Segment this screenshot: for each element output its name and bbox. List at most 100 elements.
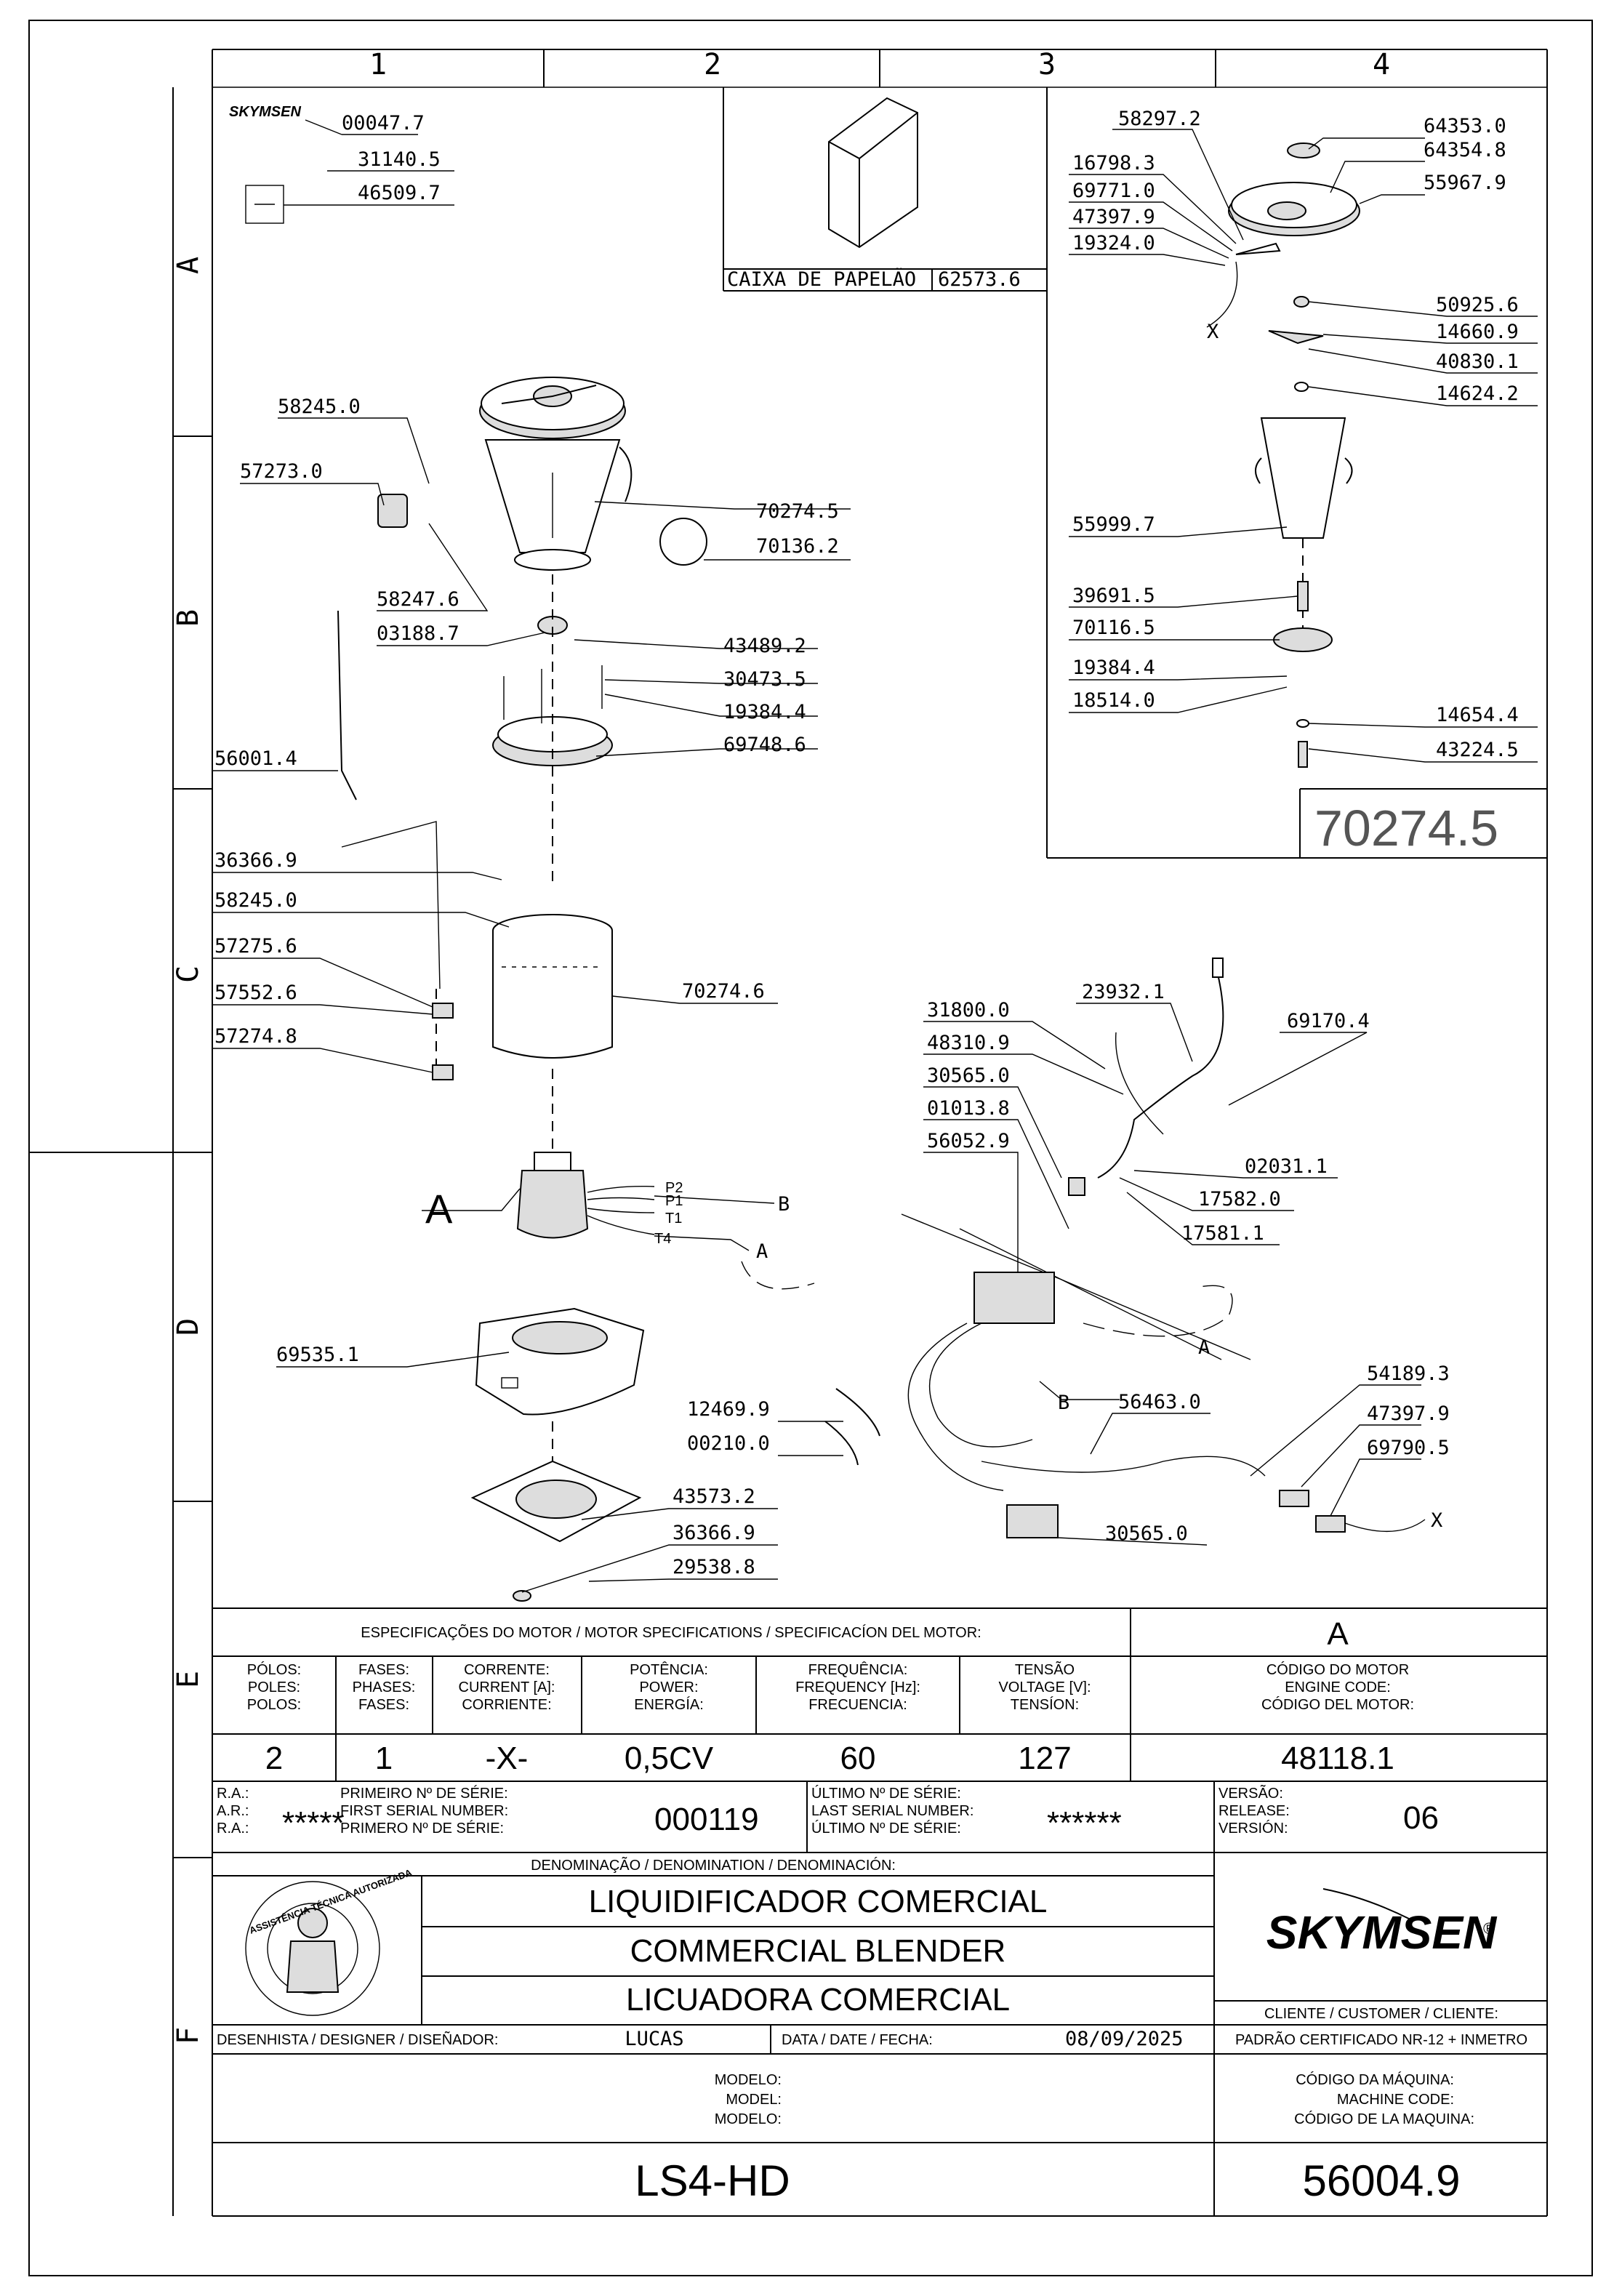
motor-icon (516, 1152, 655, 1239)
wire-t4: T4 (654, 1231, 671, 1247)
designer-label: DESENHISTA / DESIGNER / DISEÑADOR: (217, 2031, 498, 2048)
header-phases-pt: FASES: (358, 1662, 409, 1678)
jar-base-icon (492, 665, 613, 766)
model-label-en: MODEL: (726, 2092, 782, 2108)
callout-57275-6: 57275.6 (214, 935, 297, 958)
registered-mark: ® (1483, 1919, 1495, 1938)
value-phases: 1 (375, 1741, 393, 1776)
callout-54189-3: 54189.3 (1367, 1362, 1450, 1385)
ra-value: ***** (282, 1805, 345, 1841)
header-power-es: ENERGÍA: (634, 1696, 704, 1713)
row-label-d: D (172, 1318, 205, 1336)
callout-01013-8: 01013.8 (927, 1097, 1010, 1120)
cable-tie-icon (835, 1388, 880, 1437)
callout-69748-6: 69748.6 (723, 734, 806, 756)
callout-43573-2: 43573.2 (673, 1485, 755, 1508)
skymsen-logo-icon: SKYMSEN ® (1266, 1888, 1498, 1959)
plug-icon (1212, 958, 1224, 978)
machine-code-label-es: CÓDIGO DE LA MAQUINA: (1294, 2111, 1474, 2127)
base-housing-icon (475, 1307, 645, 1416)
header-power-pt: POTÊNCIA: (630, 1661, 708, 1678)
header-current-es: CORRIENTE: (462, 1697, 551, 1713)
row-label-a: A (172, 257, 205, 274)
callout-17581-1: 17581.1 (1181, 1222, 1264, 1245)
callout-57552-6: 57552.6 (214, 982, 297, 1004)
callout-50925-6: 50925.6 (1436, 294, 1519, 316)
callout-70116-5: 70116.5 (1072, 617, 1155, 639)
callout-47397-9-harness: 47397.9 (1367, 1402, 1450, 1425)
callout-58297-2: 58297.2 (1118, 108, 1201, 130)
callout-58247-6: 58247.6 (377, 588, 459, 611)
callout-56052-9: 56052.9 (927, 1130, 1010, 1152)
standard-label: PADRÃO CERTIFICADO NR-12 + INMETRO (1235, 2031, 1527, 2048)
header-voltage-pt: TENSÃO (1015, 1661, 1075, 1678)
callout-69771-0: 69771.0 (1072, 180, 1155, 202)
callout-64353-0: 64353.0 (1424, 115, 1506, 137)
callout-70274-5: 70274.5 (756, 500, 839, 523)
wire-p2: P2 (665, 1180, 683, 1196)
callout-69170-4: 69170.4 (1287, 1010, 1370, 1032)
callout-31140-5: 31140.5 (358, 148, 441, 171)
callout-17582-0: 17582.0 (1198, 1188, 1281, 1211)
harness-ref-a: A (1198, 1336, 1210, 1359)
callout-12469-9: 12469.9 (687, 1398, 770, 1421)
column-labels: 1 2 3 4 (369, 48, 1390, 81)
first-serial-label-pt: PRIMEIRO Nº DE SÉRIE: (340, 1785, 508, 1802)
version-label-en: RELEASE: (1218, 1803, 1290, 1819)
callout-69535-1: 69535.1 (276, 1344, 359, 1366)
badge-text: ASSISTÊNCIA TÉCNICA AUTORIZADA (248, 1867, 414, 1936)
first-serial-label-es: PRIMERO Nº DE SÉRIE: (340, 1820, 504, 1837)
wire-ref-a: A (756, 1240, 768, 1263)
model-label-es: MODELO: (715, 2111, 782, 2127)
callout-57274-8: 57274.8 (214, 1025, 297, 1048)
callout-69790-5: 69790.5 (1367, 1437, 1450, 1459)
callout-14624-2: 14624.2 (1436, 382, 1519, 405)
callout-14654-4: 14654.4 (1436, 704, 1519, 726)
exploded-view-main: 58245.0 57273.0 70274.5 70136.2 58247.6 … (212, 377, 880, 1602)
callout-30565-0-top: 30565.0 (927, 1064, 1010, 1087)
header-voltage-es: TENSÍON: (1011, 1696, 1079, 1713)
wire-ref-b: B (778, 1193, 790, 1216)
value-power: 0,5CV (625, 1741, 714, 1776)
brand-label-group: SKYMSEN 00047.7 31140.5 46509.7 (229, 104, 454, 224)
version-label-pt: VERSÃO: (1218, 1784, 1283, 1802)
cardboard-box-icon (828, 97, 918, 249)
skymsen-logo-text: SKYMSEN (1266, 1906, 1498, 1959)
box-code: 62573.6 (938, 268, 1021, 291)
last-serial-label-es: ÚLTIMO Nº DE SÉRIE: (811, 1820, 961, 1837)
wire-t1: T1 (665, 1211, 682, 1227)
callout-29538-8: 29538.8 (673, 1556, 755, 1578)
header-frequency-en: FREQUENCY [Hz]: (795, 1679, 920, 1695)
version-value: 06 (1403, 1800, 1439, 1836)
callout-70274-6: 70274.6 (682, 980, 765, 1003)
callout-64354-8: 64354.8 (1424, 139, 1506, 161)
header-frequency-pt: FREQUÊNCIA: (808, 1661, 908, 1678)
authorized-service-badge-icon: ASSISTÊNCIA TÉCNICA AUTORIZADA (245, 1867, 414, 2016)
machine-code-label-en: MACHINE CODE: (1337, 2092, 1454, 2108)
callout-31800-0: 31800.0 (927, 999, 1010, 1021)
packaging-box-detail: CAIXA DE PAPELÃO 62573.6 (723, 87, 1048, 292)
ra-label-es: R.A.: (217, 1821, 249, 1837)
callout-19384-4: 19384.4 (723, 701, 806, 723)
machine-code-label-pt: CÓDIGO DA MÁQUINA: (1296, 2071, 1454, 2088)
callout-36366-9-bottom: 36366.9 (673, 1522, 755, 1544)
jar-cap-circle (659, 518, 707, 566)
last-serial-label-en: LAST SERIAL NUMBER: (811, 1803, 973, 1819)
callout-46509-7: 46509.7 (358, 182, 441, 204)
detail-view-box: 70274.5 (1046, 87, 1547, 859)
motor-housing-icon (492, 914, 613, 1059)
switch-connector-icon (1068, 1177, 1085, 1196)
detail-title-code: 70274.5 (1314, 800, 1498, 856)
version-label-es: VERSIÓN: (1218, 1820, 1288, 1837)
callout-30565-0-bottom: 30565.0 (1105, 1522, 1188, 1545)
detail-parts-icon (1206, 143, 1360, 768)
column-label-3: 3 (1038, 48, 1056, 81)
blender-jar-icon (484, 439, 707, 571)
ra-label-pt: R.A.: (217, 1786, 249, 1802)
value-engine-code: 48118.1 (1281, 1741, 1394, 1776)
model-label-pt: MODELO: (715, 2072, 782, 2088)
harness-ref-b: B (1058, 1392, 1069, 1414)
value-poles: 2 (265, 1741, 283, 1776)
header-engine-code-es: CÓDIGO DEL MOTOR: (1261, 1696, 1414, 1713)
header-phases-es: FASES: (358, 1697, 409, 1713)
